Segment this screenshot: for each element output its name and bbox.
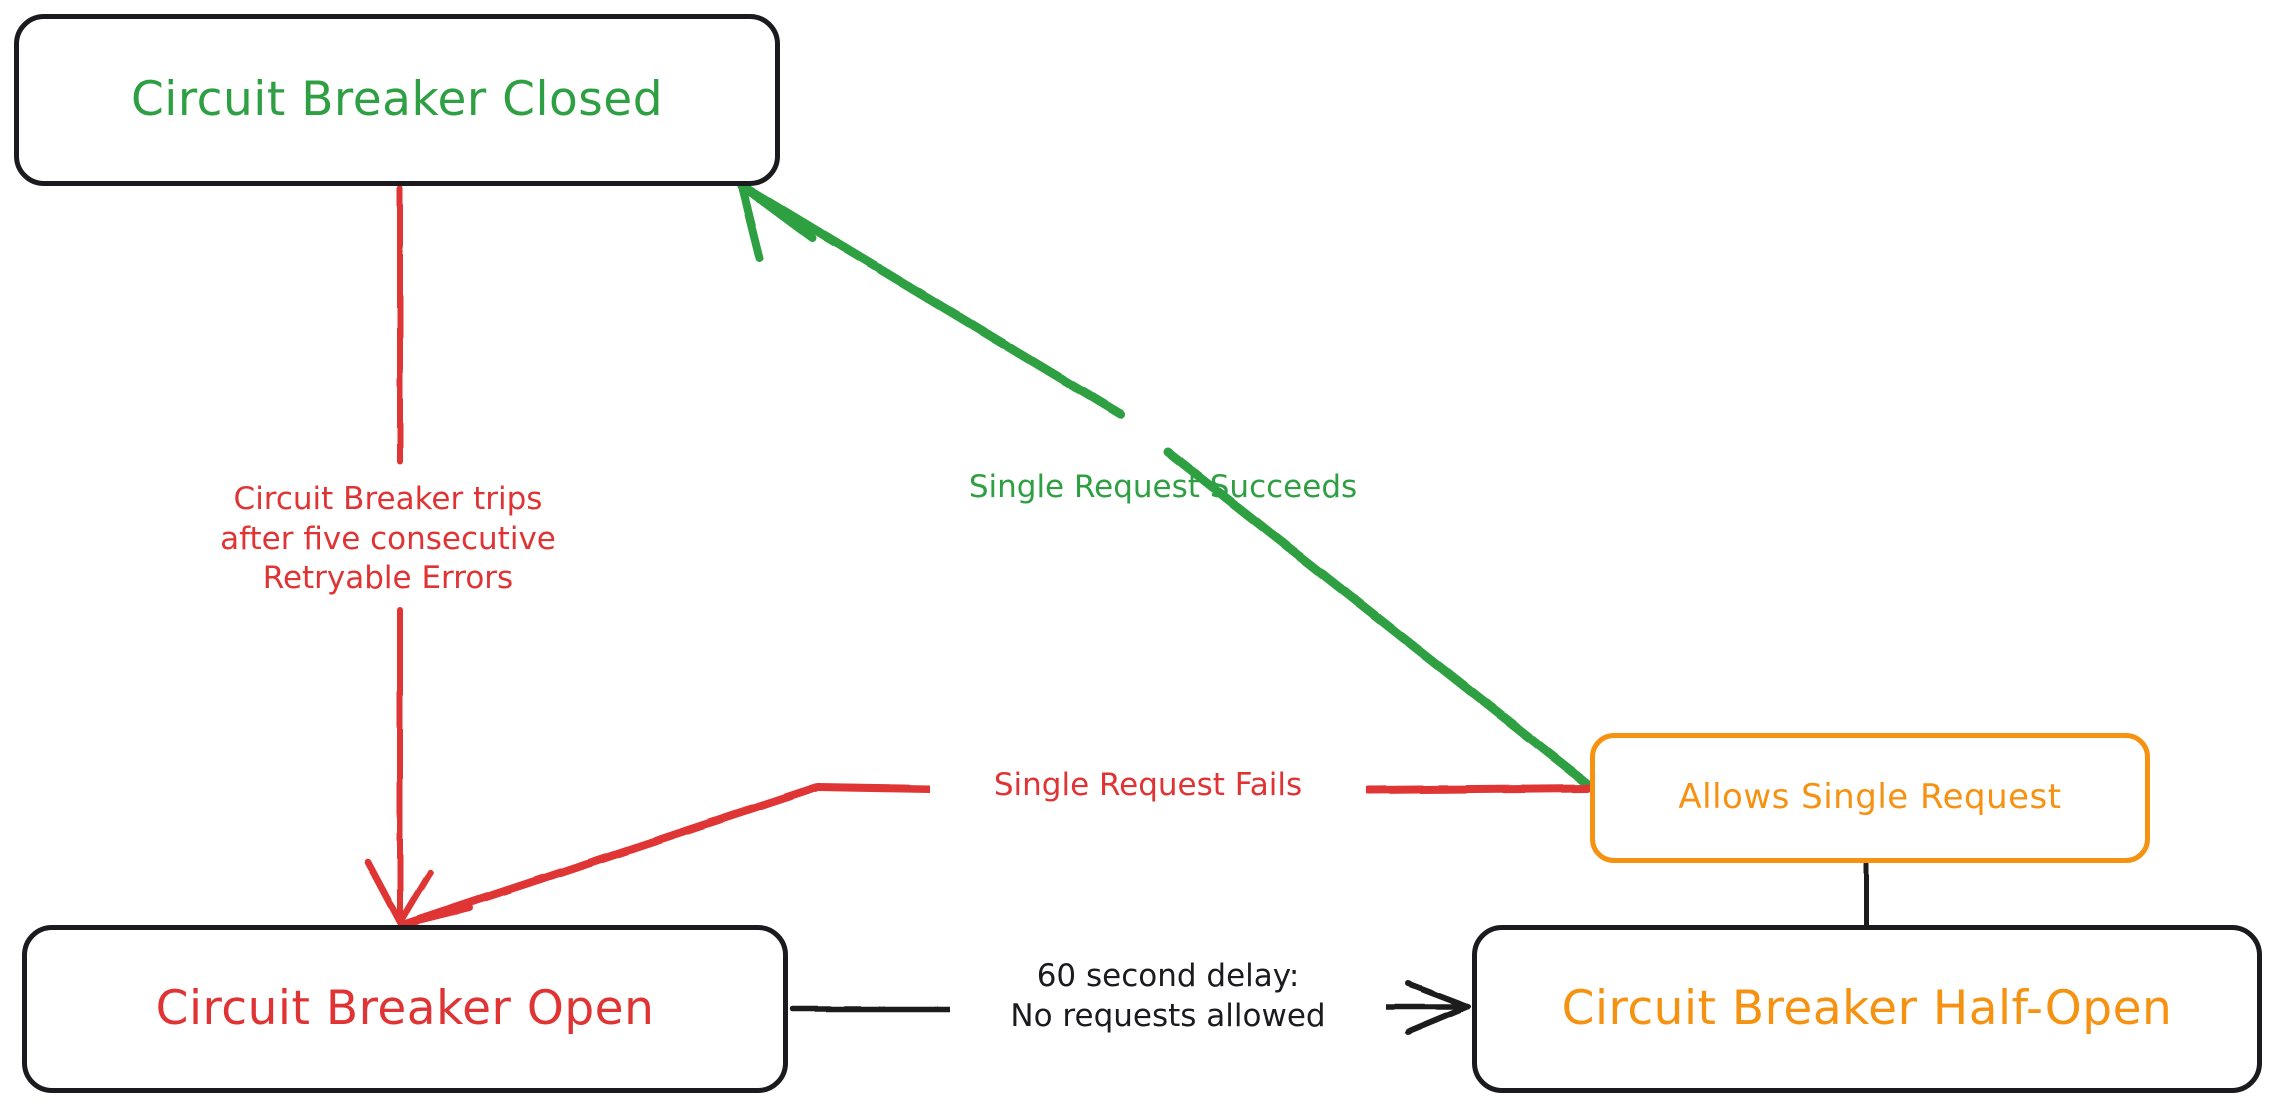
edge-closed-to-open [364,185,434,926]
node-allows-single-request[interactable]: Allows Single Request [1590,733,2150,863]
edge-allows-to-open [398,783,1592,929]
node-circuit-breaker-closed[interactable]: Circuit Breaker Closed [14,14,780,186]
edge-label-trips-line-2: after five consecutive [220,520,556,557]
node-allows-single-request-label: Allows Single Request [1678,777,2062,818]
node-circuit-breaker-half-open[interactable]: Circuit Breaker Half-Open [1472,925,2262,1093]
edge-label-single-request-succeeds: Single Request Succeeds [900,466,1426,510]
node-circuit-breaker-open-label: Circuit Breaker Open [155,981,655,1037]
edge-label-trips-line-3: Retryable Errors [262,560,514,597]
edge-label-trips-line-1: Circuit Breaker trips [233,481,543,517]
edge-label-60-second-delay: 60 second delay: No requests allowed [950,955,1386,1039]
edge-label-succeeds-line-1: Single Request Succeeds [968,469,1358,505]
edge-label-delay-line-2: No requests allowed [1010,997,1326,1034]
edge-label-delay-line-1: 60 second delay: [1036,958,1300,994]
node-circuit-breaker-closed-label: Circuit Breaker Closed [130,72,664,128]
edge-allows-to-closed [737,181,1593,789]
edge-label-fails-line-1: Single Request Fails [993,767,1303,803]
edge-label-circuit-breaker-trips: Circuit Breaker trips after five consecu… [150,478,626,602]
edge-label-single-request-fails: Single Request Fails [930,764,1366,808]
node-circuit-breaker-open[interactable]: Circuit Breaker Open [22,925,788,1093]
node-circuit-breaker-half-open-label: Circuit Breaker Half-Open [1561,981,2173,1037]
